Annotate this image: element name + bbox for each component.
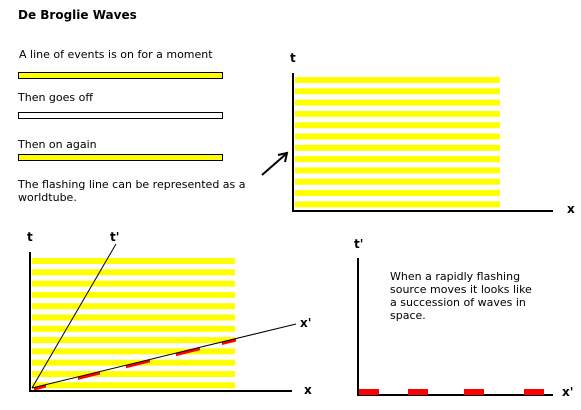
pointer-arrow bbox=[261, 151, 289, 176]
page-title: De Broglie Waves bbox=[18, 8, 137, 22]
bottom-right-x-prime-label: x' bbox=[562, 385, 574, 399]
caption-line-2: source moves it looks like bbox=[390, 283, 532, 296]
flash-bar-off bbox=[18, 112, 223, 119]
bottom-left-worldtube-stripe bbox=[32, 269, 235, 276]
step-1-label: A line of events is on for a moment bbox=[19, 48, 213, 61]
bottom-left-wave-mark bbox=[78, 371, 100, 380]
bottom-left-x-prime-label: x' bbox=[300, 316, 312, 330]
bottom-left-wave-mark bbox=[176, 347, 200, 357]
top-worldtube-stripe bbox=[295, 178, 500, 185]
step-3-label: Then on again bbox=[18, 138, 97, 151]
bottom-left-worldtube-stripe bbox=[32, 371, 235, 377]
bottom-left-worldtube-stripe bbox=[32, 291, 235, 298]
top-worldtube-stripe bbox=[295, 122, 500, 129]
top-worldtube-stripe bbox=[295, 133, 500, 140]
bottom-right-wave-mark bbox=[359, 389, 379, 395]
flash-bar-on-1 bbox=[18, 72, 223, 79]
top-worldtube-stripe bbox=[295, 156, 500, 163]
worldtube-description: The flashing line can be represented as … bbox=[18, 178, 246, 204]
top-worldtube-stripe bbox=[295, 77, 500, 83]
bottom-left-wave-marks bbox=[34, 338, 236, 391]
top-worldtube-stripe bbox=[295, 88, 500, 95]
caption-line-4: space. bbox=[390, 309, 426, 322]
bottom-left-worldtube-stripe bbox=[32, 303, 235, 310]
bottom-left-x-label: x bbox=[304, 383, 312, 397]
step-2-label: Then goes off bbox=[18, 91, 93, 104]
bottom-left-t-label: t bbox=[27, 230, 33, 244]
flash-bar-on-2 bbox=[18, 154, 223, 161]
bottom-left-t-prime-label: t' bbox=[110, 230, 120, 244]
bottom-left-worldtube-stripe bbox=[32, 337, 235, 344]
caption-line-3: a succession of waves in bbox=[390, 296, 526, 309]
bottom-right-wave-mark bbox=[408, 389, 428, 395]
top-diagram-x-label: x bbox=[567, 202, 575, 216]
bottom-right-t-prime-label: t' bbox=[354, 237, 364, 251]
bottom-left-x-prime-axis bbox=[31, 323, 297, 389]
bottom-left-wave-mark bbox=[222, 338, 236, 345]
bottom-left-worldtube-stripe bbox=[32, 325, 235, 332]
top-worldtube-stripes bbox=[295, 77, 500, 208]
top-diagram-t-label: t bbox=[290, 51, 296, 65]
worldtube-description-line-1: The flashing line can be represented as … bbox=[18, 178, 246, 191]
bottom-left-worldtube-stripe bbox=[32, 258, 235, 264]
bottom-left-worldtube-stripe bbox=[32, 348, 235, 355]
bottom-left-worldtube-stripe bbox=[32, 280, 235, 287]
bottom-right-wave-marks bbox=[359, 389, 544, 395]
top-worldtube-stripe bbox=[295, 110, 500, 117]
bottom-left-wave-mark bbox=[126, 359, 150, 369]
bottom-right-wave-mark bbox=[464, 389, 484, 395]
bottom-left-worldtube-stripe bbox=[32, 382, 235, 389]
top-worldtube-stripe bbox=[295, 144, 500, 151]
bottom-right-wave-mark bbox=[524, 389, 544, 395]
worldtube-description-line-2: worldtube. bbox=[18, 191, 77, 204]
top-worldtube-stripe bbox=[295, 167, 500, 174]
bottom-left-wave-mark bbox=[34, 384, 46, 391]
caption-line-1: When a rapidly flashing bbox=[390, 270, 521, 283]
top-worldtube-stripe bbox=[295, 190, 500, 196]
bottom-left-worldtube-stripes bbox=[32, 258, 235, 389]
bottom-left-worldtube-stripe bbox=[32, 359, 235, 366]
top-worldtube-stripe bbox=[295, 201, 500, 208]
bottom-left-worldtube-stripe bbox=[32, 314, 235, 321]
moving-source-caption: When a rapidly flashing source moves it … bbox=[390, 270, 532, 322]
top-worldtube-stripe bbox=[295, 99, 500, 106]
bottom-left-t-prime-axis bbox=[31, 243, 117, 389]
